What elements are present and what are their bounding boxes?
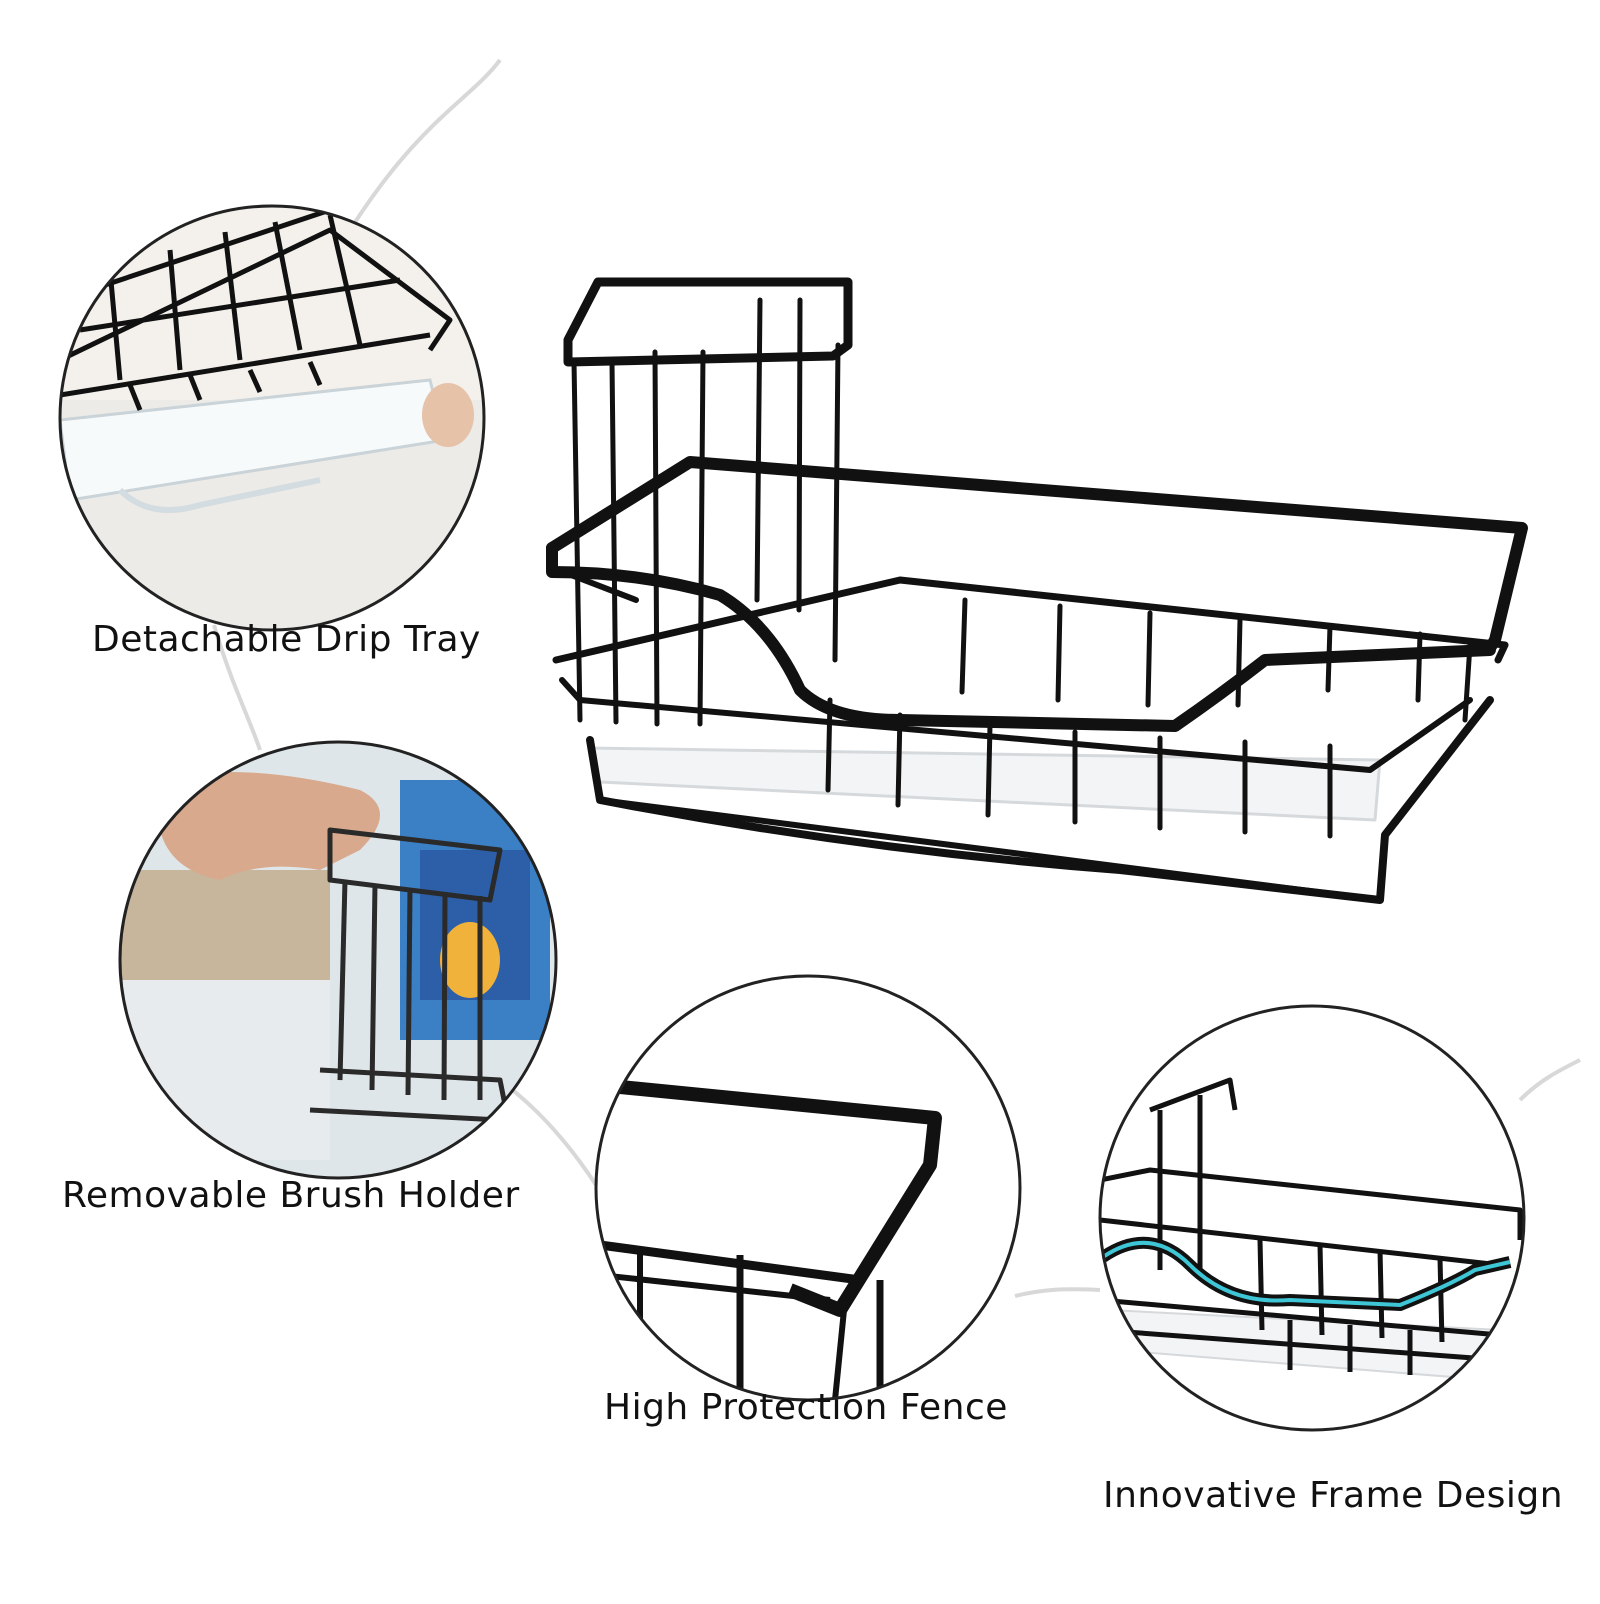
- frame-label: Innovative Frame Design: [1103, 1475, 1564, 1516]
- frame-detail: [1098, 1004, 1526, 1432]
- sink-caddy-illustration: [546, 277, 1528, 904]
- drip-tray-label: Detachable Drip Tray: [92, 619, 481, 660]
- drip-tray-detail: [58, 204, 486, 632]
- brush-holder-detail: [118, 740, 558, 1180]
- fence-detail: [594, 974, 1022, 1402]
- fence-label: High Protection Fence: [604, 1387, 1008, 1428]
- brush-holder-label: Removable Brush Holder: [62, 1175, 520, 1216]
